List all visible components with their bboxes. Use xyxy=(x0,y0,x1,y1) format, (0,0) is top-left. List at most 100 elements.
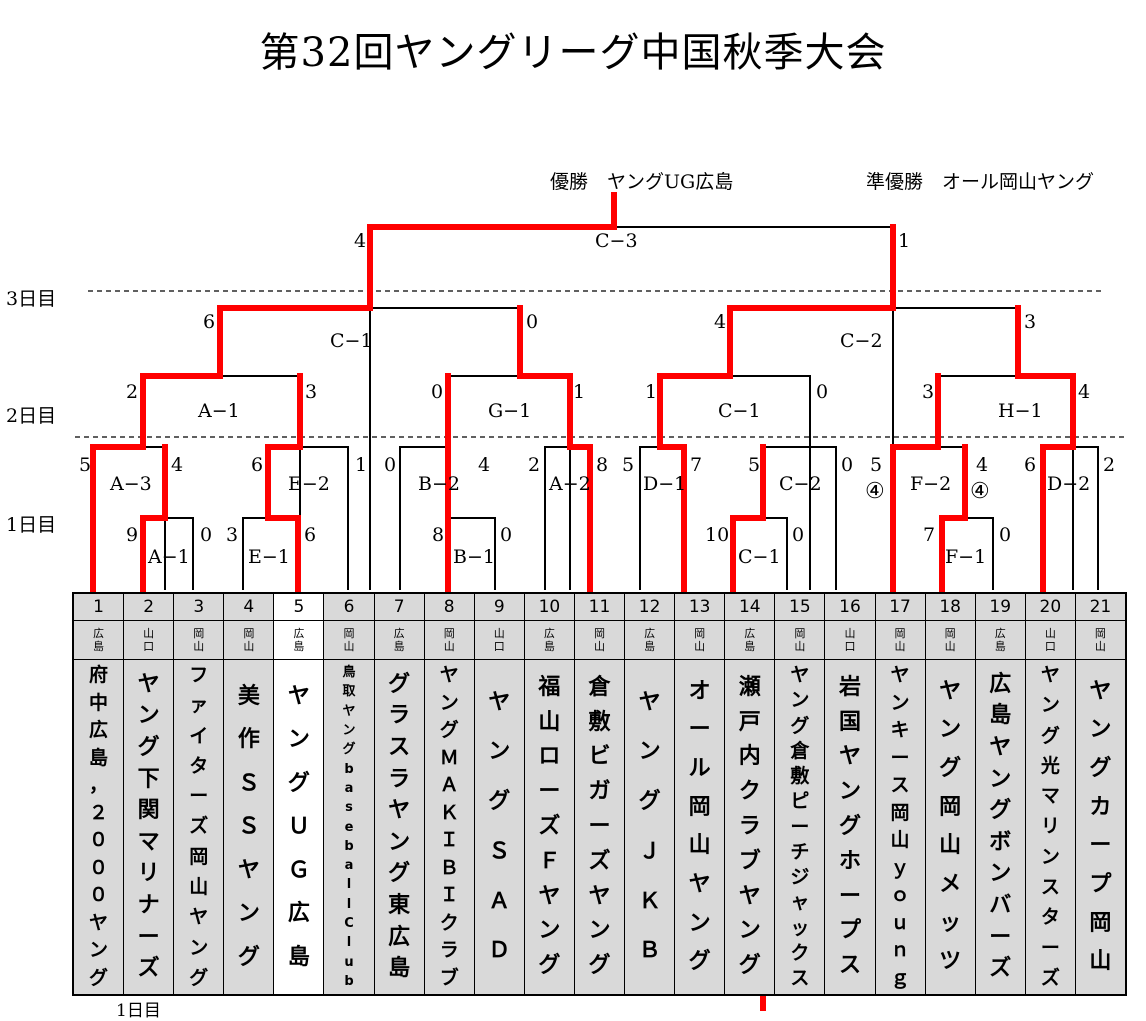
score: 10 xyxy=(705,524,730,546)
game-label-c2-low: C−2 xyxy=(779,473,822,495)
score: 5 xyxy=(622,454,635,476)
game-label-b1: B−1 xyxy=(453,546,495,568)
team-number: 17 xyxy=(875,594,925,621)
team-prefecture: 岡山 xyxy=(875,621,925,660)
team-name: ヤング光マリンスターズ xyxy=(1040,664,1060,989)
score: 4 xyxy=(714,311,727,333)
win-line-c1-g1 xyxy=(517,305,573,379)
score: 3 xyxy=(305,381,318,403)
win-line-c2-h1 xyxy=(1015,305,1076,450)
score: 0 xyxy=(200,524,213,546)
team-number: 20 xyxy=(1025,594,1075,621)
score: 2 xyxy=(1103,454,1116,476)
score: 1 xyxy=(645,381,658,403)
score: 1 xyxy=(355,454,368,476)
team-number: 18 xyxy=(925,594,975,621)
win-line-a3 xyxy=(90,444,146,593)
score: 3 xyxy=(1024,311,1037,333)
win-line-d2 xyxy=(1040,444,1076,593)
game-label-c1: C−1 xyxy=(330,330,373,352)
score: 5 xyxy=(79,454,92,476)
team-number: 2 xyxy=(124,594,174,621)
team-prefecture: 岡山 xyxy=(174,621,224,660)
game-label-a1-top: A−1 xyxy=(198,400,240,422)
team-prefecture: 岡山 xyxy=(925,621,975,660)
score: 4 xyxy=(171,454,184,476)
score: 0 xyxy=(792,524,805,546)
day-label-2: 2日目 xyxy=(6,405,57,427)
team-number: 11 xyxy=(574,594,625,621)
team-name: 岩国ヤングホープス xyxy=(838,674,861,979)
score: 6 xyxy=(251,454,264,476)
game-label-h1: H−1 xyxy=(998,400,1043,422)
score: 9 xyxy=(126,524,139,546)
team-number: 7 xyxy=(374,594,424,621)
score: 7 xyxy=(690,454,703,476)
bracket-d1 xyxy=(639,446,684,590)
score: 4 xyxy=(1078,381,1091,403)
team-prefecture: 岡山 xyxy=(675,621,725,660)
team-number: 1 xyxy=(74,594,124,621)
game-label-b2: B−2 xyxy=(418,473,460,495)
team-name: ヤングカープ岡山 xyxy=(1089,678,1112,975)
pk-score: ④ xyxy=(970,479,990,504)
score: 0 xyxy=(384,454,397,476)
score: 0 xyxy=(816,381,829,403)
score: 8 xyxy=(432,524,445,546)
team-prefecture: 岡山 xyxy=(1075,621,1125,660)
score: 6 xyxy=(203,311,216,333)
team-prefecture: 岡山 xyxy=(224,621,274,660)
score: 6 xyxy=(304,524,317,546)
team-prefecture: 広島 xyxy=(524,621,574,660)
team-number: 14 xyxy=(725,594,775,621)
champion-label: 優勝 ヤングUG広島 xyxy=(550,171,734,193)
team-prefecture: 広島 xyxy=(975,621,1025,660)
win-line-c1m xyxy=(657,373,733,593)
game-label-f2: F−2 xyxy=(910,473,952,495)
game-label-c1-bot: C−1 xyxy=(738,546,781,568)
game-label-e2: E−2 xyxy=(288,473,330,495)
score: 8 xyxy=(596,454,609,476)
team-prefecture: 山口 xyxy=(124,621,174,660)
win-line-a3-right xyxy=(140,444,168,593)
score: 0 xyxy=(500,524,513,546)
team-number: 13 xyxy=(675,594,725,621)
win-line-e2 xyxy=(265,444,303,593)
score: 0 xyxy=(999,524,1012,546)
team-prefecture: 岡山 xyxy=(324,621,374,660)
bracket-d2 xyxy=(1043,446,1099,590)
team-prefecture: 広島 xyxy=(74,621,124,660)
score: 4 xyxy=(478,454,491,476)
team-prefecture: 山口 xyxy=(825,621,875,660)
team-name: 倉敷ビガーズヤング xyxy=(588,674,611,979)
game-label-a2: A−2 xyxy=(549,473,591,495)
win-line-c2l xyxy=(730,444,766,593)
team-prefecture: 岡山 xyxy=(574,621,625,660)
win-line-c1 xyxy=(217,305,373,379)
game-label-a1-bot: A−1 xyxy=(148,546,190,568)
game-label-g1: G−1 xyxy=(488,400,532,422)
score: 4 xyxy=(976,454,989,476)
day-label-1: 1日目 xyxy=(6,514,57,536)
team-name: オール岡山ヤング xyxy=(688,678,711,975)
